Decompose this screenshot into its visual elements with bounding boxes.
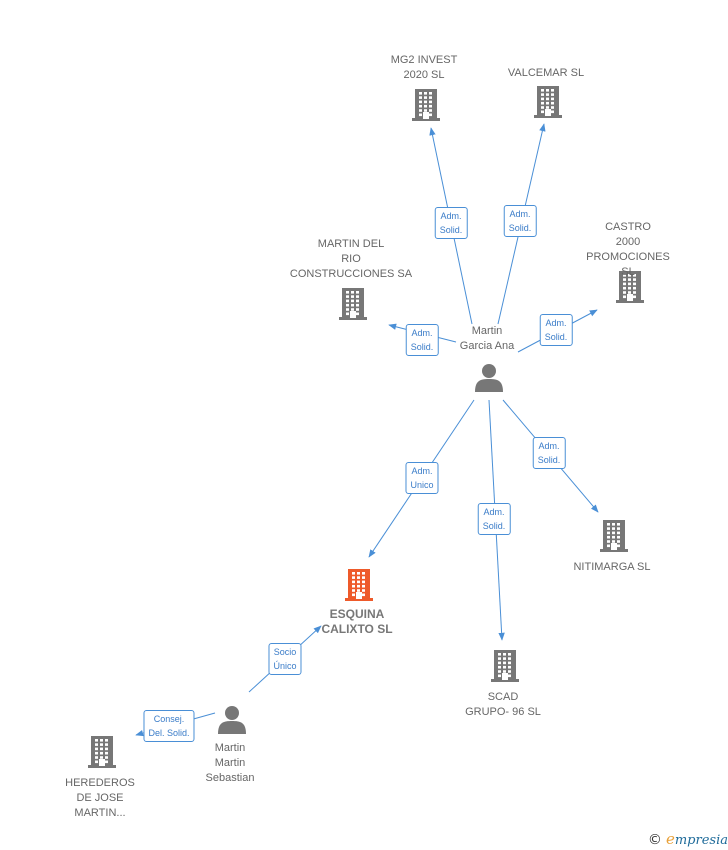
- node-label-mg2[interactable]: MG2 INVEST 2020 SL: [390, 54, 458, 81]
- building-icon-scad[interactable]: [491, 650, 519, 682]
- edge-label-e7[interactable]: Adm. Solid.: [532, 437, 566, 469]
- brand-initial: e: [665, 830, 675, 848]
- building-icon-valcemar[interactable]: [534, 86, 562, 118]
- building-icon-herederos[interactable]: [88, 736, 116, 768]
- edge-label-e5[interactable]: Adm. Unico: [405, 462, 439, 494]
- person-icon-garcia[interactable]: [475, 364, 503, 392]
- edge-label-e8[interactable]: Socio Único: [268, 643, 302, 675]
- edge-label-e1[interactable]: Adm. Solid.: [434, 207, 468, 239]
- building-icon-nitimarga[interactable]: [600, 520, 628, 552]
- edge-label-e4[interactable]: Adm. Solid.: [405, 324, 439, 356]
- node-label-castro[interactable]: CASTRO 2000 PROMOCIONES SL: [586, 221, 670, 278]
- node-label-herederos[interactable]: HEREDEROS DE JOSE MARTIN...: [65, 777, 135, 819]
- edge-label-e6[interactable]: Adm. Solid.: [477, 503, 511, 535]
- edge-label-e3[interactable]: Adm. Solid.: [539, 314, 573, 346]
- person-icon-sebastian[interactable]: [218, 706, 246, 734]
- copyright-icon: ©: [647, 832, 662, 848]
- building-icon-mg2[interactable]: [412, 89, 440, 121]
- node-label-nitimarga[interactable]: NITIMARGA SL: [573, 561, 651, 573]
- building-icon-esquina[interactable]: [345, 569, 373, 601]
- node-label-esquina[interactable]: ESQUINA CALIXTO SL: [321, 607, 393, 636]
- footer-brand: © empresia: [648, 830, 728, 848]
- node-label-garcia[interactable]: Martin Garcia Ana: [459, 325, 515, 352]
- node-label-martindelrio[interactable]: MARTIN DEL RIO CONSTRUCCIONES SA: [289, 238, 413, 280]
- edge-label-e9[interactable]: Consej. Del. Solid.: [143, 710, 195, 742]
- building-icon-castro[interactable]: [616, 271, 644, 303]
- node-label-valcemar[interactable]: VALCEMAR SL: [507, 67, 585, 79]
- edge-label-e2[interactable]: Adm. Solid.: [503, 205, 537, 237]
- brand-name: mpresia: [674, 833, 728, 848]
- node-label-scad[interactable]: SCAD GRUPO- 96 SL: [465, 691, 541, 718]
- building-icon-martindelrio[interactable]: [339, 288, 367, 320]
- node-label-sebastian[interactable]: Martin Martin Sebastian: [205, 742, 255, 784]
